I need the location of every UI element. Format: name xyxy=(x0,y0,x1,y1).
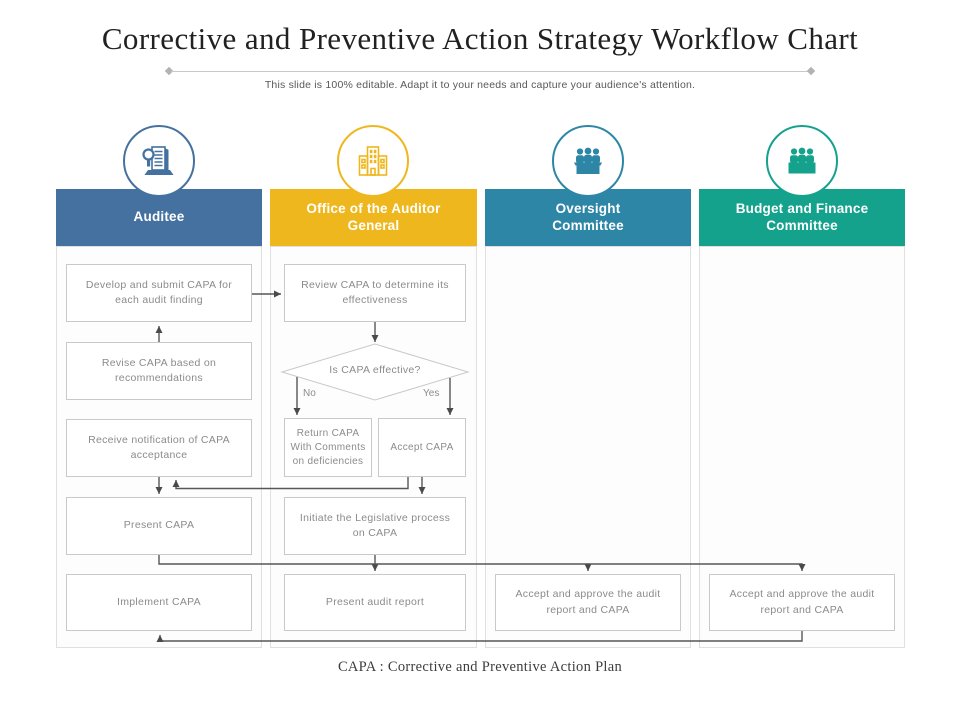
step-review-capa: Review CAPA to determine its effectivene… xyxy=(284,264,466,322)
lane-header-label: Office of the Auditor General xyxy=(306,200,441,233)
step-present-capa: Present CAPA xyxy=(66,497,252,555)
capa-definition-note: CAPA : Corrective and Preventive Action … xyxy=(337,659,623,675)
step-accept-capa: Accept CAPA xyxy=(378,418,466,477)
page-title: Corrective and Preventive Action Strateg… xyxy=(101,21,859,56)
step-approve-report-budget: Accept and approve the audit report and … xyxy=(709,574,895,631)
step-revise-capa: Revise CAPA based on recommendations xyxy=(66,342,252,400)
budget-finance-committee-icon-circle xyxy=(766,125,838,197)
auditee-icon-circle xyxy=(123,125,195,197)
lane-header-auditor-general: Office of the Auditor General xyxy=(270,189,477,246)
auditor-general-icon-circle xyxy=(337,125,409,197)
step-implement-capa: Implement CAPA xyxy=(66,574,252,631)
branch-label-yes: Yes xyxy=(423,388,440,399)
editable-note: This slide is 100% editable. Adapt it to… xyxy=(264,79,696,91)
step-initiate-legislative-process: Initiate the Legislative process on CAPA xyxy=(284,497,466,555)
branch-label-no: No xyxy=(303,388,316,399)
step-develop-submit-capa: Develop and submit CAPA for each audit f… xyxy=(66,264,252,322)
lane-header-auditee: Auditee xyxy=(56,189,262,246)
audit-document-magnifier-icon xyxy=(142,146,174,175)
step-receive-notification: Receive notification of CAPA acceptance xyxy=(66,419,252,477)
lane-header-label: Budget and Finance Committee xyxy=(735,200,869,233)
committee-panel-icon xyxy=(788,147,816,174)
committee-panel-icon xyxy=(574,147,602,174)
lane-header-label: Oversight Committee xyxy=(552,200,624,233)
government-building-icon xyxy=(358,146,388,176)
decision-is-capa-effective: Is CAPA effective? xyxy=(329,364,421,376)
oversight-committee-icon-circle xyxy=(552,125,624,197)
divider-line xyxy=(171,71,809,72)
lane-header-budget-finance-committee: Budget and Finance Committee xyxy=(699,189,905,246)
step-return-capa: Return CAPA With Comments on deficiencie… xyxy=(284,418,372,477)
step-approve-report-oversight: Accept and approve the audit report and … xyxy=(495,574,681,631)
title-divider xyxy=(164,66,816,76)
divider-diamond-icon xyxy=(806,66,816,76)
lane-header-oversight-committee: Oversight Committee xyxy=(485,189,691,246)
step-present-audit-report: Present audit report xyxy=(284,574,466,631)
lane-header-label: Auditee xyxy=(133,209,185,225)
